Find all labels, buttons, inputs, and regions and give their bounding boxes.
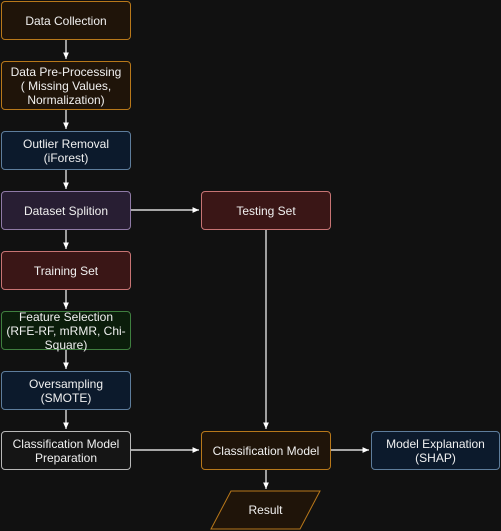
node-dataset-splition: Dataset Splition xyxy=(1,191,131,230)
node-testing-set: Testing Set xyxy=(201,191,331,230)
node-data-preprocessing: Data Pre-Processing ( Missing Values, No… xyxy=(1,61,131,110)
node-classification-model: Classification Model xyxy=(201,431,331,470)
node-outlier-removal: Outlier Removal (iForest) xyxy=(1,131,131,170)
node-feature-selection: Feature Selection (RFE-RF, mRMR, Chi- Sq… xyxy=(1,310,131,352)
node-training-set: Training Set xyxy=(1,251,131,290)
node-classification-model-preparation: Classification Model Preparation xyxy=(1,431,131,470)
node-model-explanation: Model Explanation (SHAP) xyxy=(371,431,500,470)
node-data-collection: Data Collection xyxy=(1,1,131,40)
node-oversampling: Oversampling (SMOTE) xyxy=(1,371,131,410)
node-result-label: Result xyxy=(248,502,283,517)
